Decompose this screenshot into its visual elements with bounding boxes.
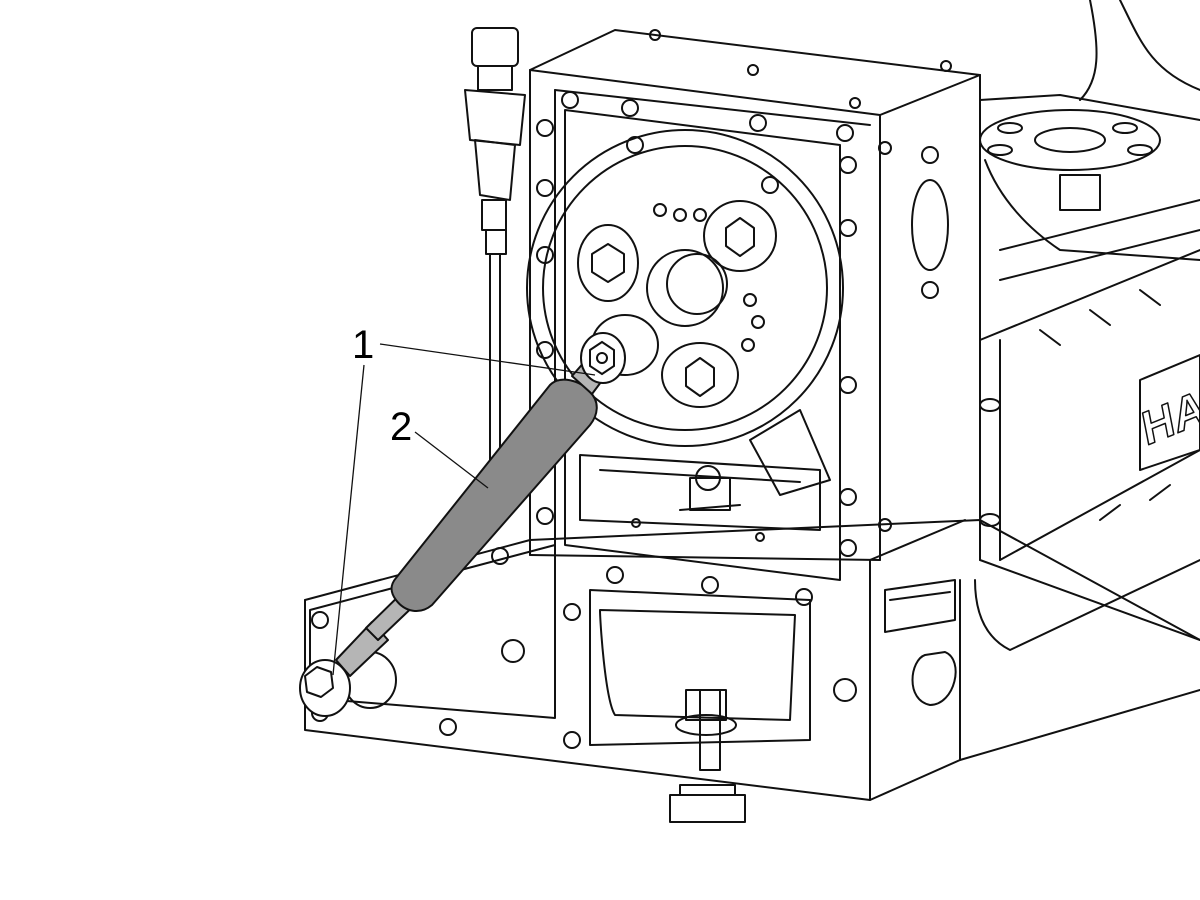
lower-window (579, 409, 831, 542)
gas-shock (335, 359, 605, 677)
trunnion-table (979, 0, 1200, 281)
callout-1: 1 (352, 323, 374, 367)
front-opening (589, 589, 811, 823)
motor-housing (529, 29, 981, 561)
housing-bolts (311, 29, 952, 749)
shock-body (390, 378, 598, 612)
trunnion-housing (974, 249, 1200, 651)
rotor-bolts (577, 200, 777, 408)
upper-mount-stud (580, 314, 659, 384)
leader-1-lower (332, 364, 365, 676)
leader-2 (414, 431, 489, 489)
callout-leaders (332, 343, 596, 676)
brand-logo: HAAS (1132, 357, 1200, 454)
callout-2: 2 (390, 405, 412, 449)
leader-1-upper (379, 343, 596, 376)
